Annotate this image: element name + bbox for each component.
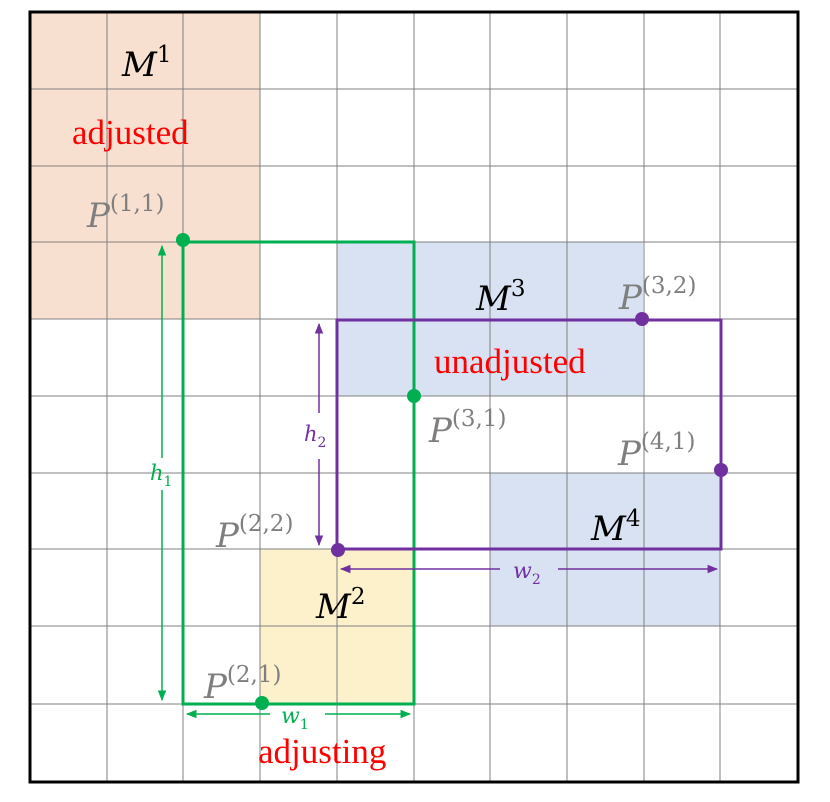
purple-window <box>335 318 723 551</box>
label-p21: P(2,1) <box>203 662 281 707</box>
label-p32: P(3,2) <box>618 273 696 318</box>
outer-frame <box>28 10 800 784</box>
label-m3: M3 <box>475 276 525 319</box>
point-p41 <box>714 463 728 477</box>
label-adjusted: adjusted <box>72 113 189 152</box>
label-adjusting: adjusting <box>258 732 386 771</box>
point-p21 <box>255 696 269 710</box>
point-p22 <box>331 543 345 557</box>
point-p11 <box>176 233 190 247</box>
label-unadjusted: unadjusted <box>434 342 586 381</box>
label-m1: M1 <box>121 42 171 85</box>
w1-label: w1 <box>281 704 309 733</box>
w2-label: w2 <box>513 559 541 588</box>
label-p22: P(2,2) <box>215 511 293 556</box>
point-p31 <box>407 389 421 403</box>
point-p32 <box>635 312 649 326</box>
h1-label: h1 <box>150 461 172 490</box>
green-window <box>181 240 416 706</box>
label-m4: M4 <box>590 506 640 549</box>
label-m2: M2 <box>315 584 365 627</box>
label-p11: P(1,1) <box>86 191 164 236</box>
label-p41: P(4,1) <box>617 429 695 474</box>
label-p31: P(3,1) <box>428 406 506 451</box>
h2-label: h2 <box>304 422 326 451</box>
